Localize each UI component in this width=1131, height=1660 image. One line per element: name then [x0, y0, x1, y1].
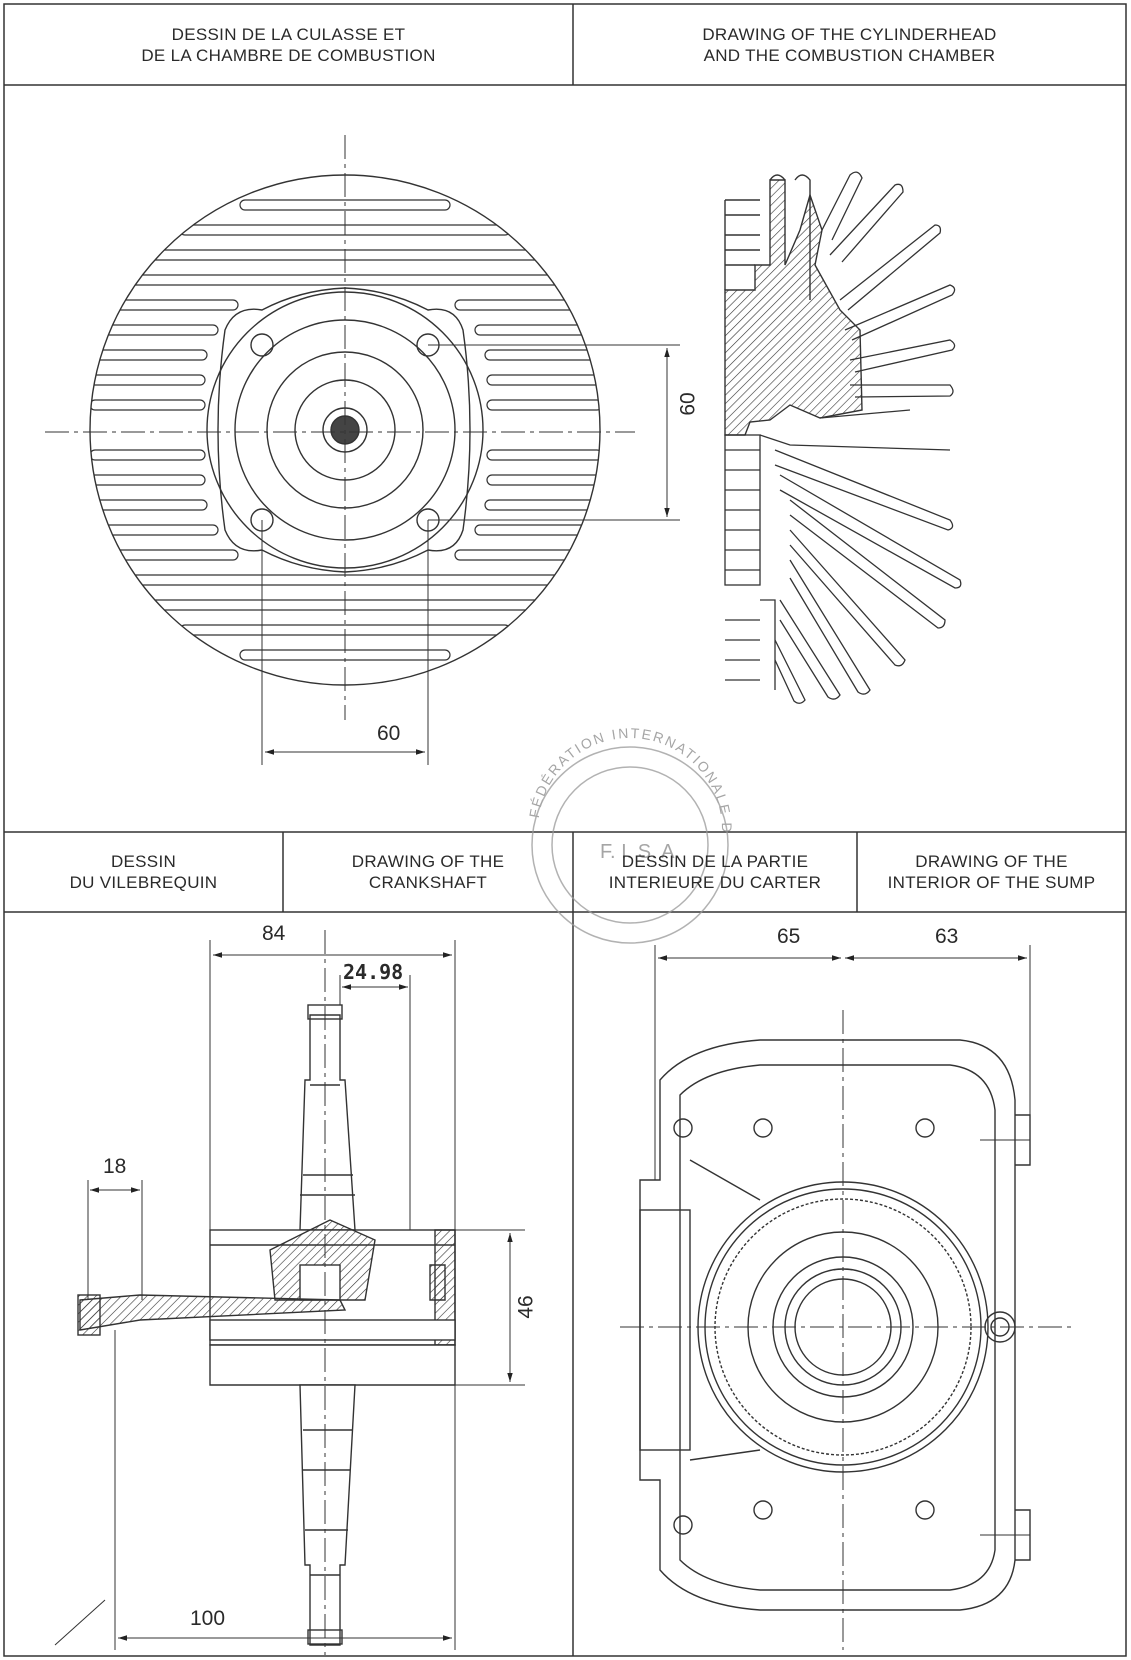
header-sump-fr: DESSIN DE LA PARTIE INTERIEURE DU CARTER	[608, 852, 822, 892]
frame	[3, 3, 1127, 1657]
dim-crank-pin: 24.98	[343, 960, 404, 984]
dim-crank-width: 84	[262, 922, 286, 945]
dim-head-vertical: 60	[676, 392, 700, 416]
dim-crank-height: 46	[514, 1295, 538, 1319]
header-crankshaft-fr: DESSIN DU VILEBREQUIN	[69, 852, 218, 892]
header-crankshaft-en: DRAWING OF THE CRANKSHAFT	[351, 852, 505, 892]
cylinder-head-section-view	[724, 171, 962, 704]
stamp-center-text: F. I. S. A.	[600, 841, 680, 863]
sump-interior-drawing	[620, 945, 1075, 1650]
cylinder-head-top-view	[45, 135, 680, 765]
header-cylinder-head-fr: DESSIN DE LA CULASSE ET DE LA CHAMBRE DE…	[141, 24, 436, 65]
crankshaft-drawing	[54, 930, 525, 1655]
header-sump-en: DRAWING OF THE INTERIOR OF THE SUMP	[887, 852, 1096, 892]
dim-crank-left: 18	[103, 1155, 127, 1178]
dim-head-horizontal: 60	[377, 722, 401, 745]
dim-sump-left: 65	[777, 925, 801, 948]
dim-crank-total: 100	[190, 1607, 226, 1630]
header-cylinder-head-en: DRAWING OF THE CYLINDERHEAD AND THE COMB…	[702, 24, 997, 65]
dim-sump-right: 63	[935, 925, 959, 948]
